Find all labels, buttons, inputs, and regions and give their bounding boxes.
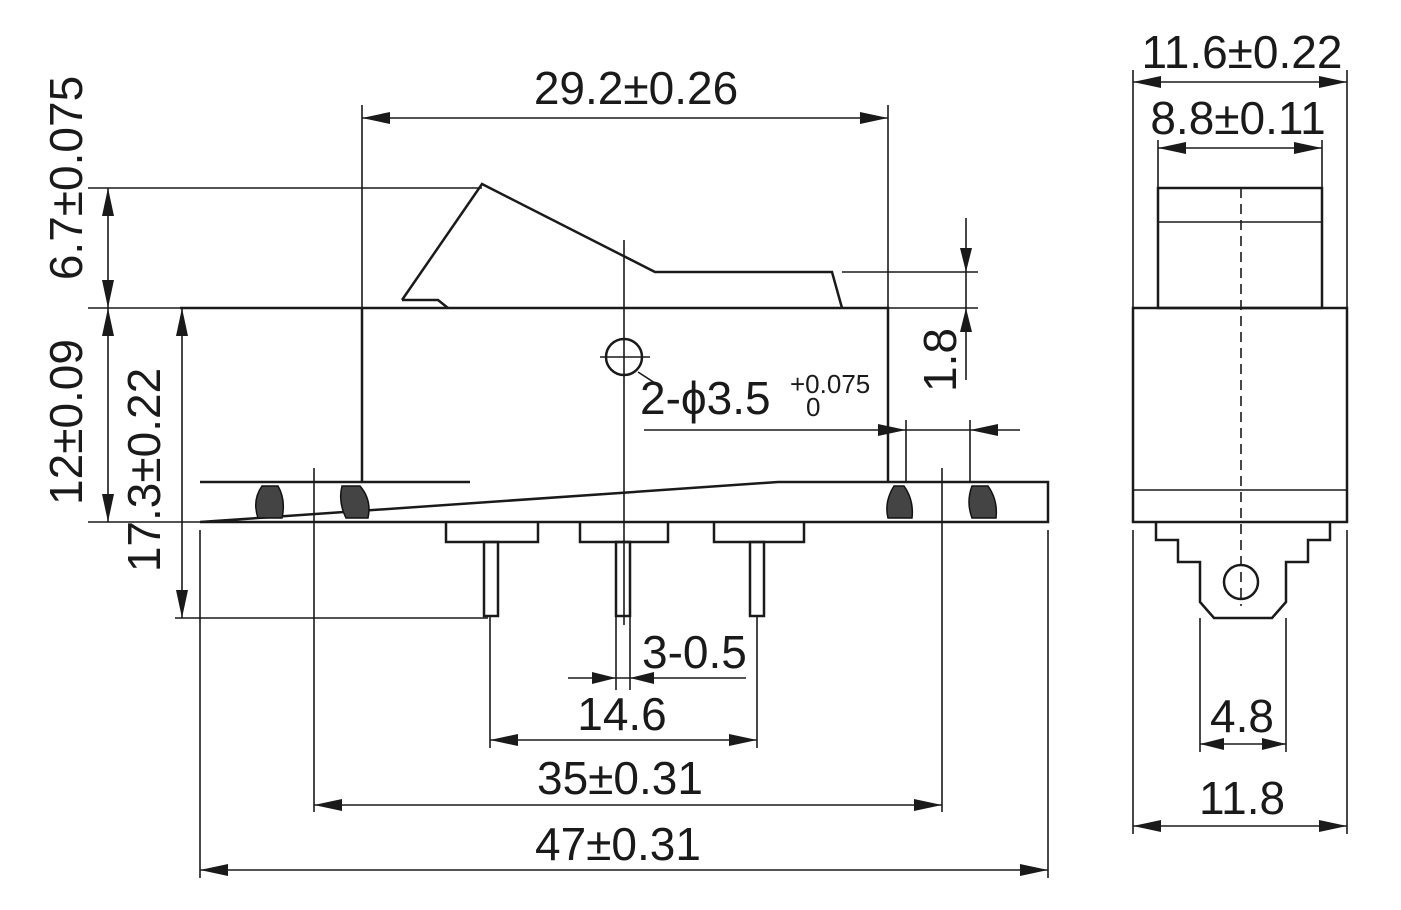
hole-callout: 2-ϕ3.5 xyxy=(640,372,771,424)
mounting-clip xyxy=(255,485,285,519)
dimension-arrows xyxy=(960,248,972,332)
hole-tolerance-upper: +0.075 xyxy=(790,369,870,399)
dim-step: 1.8 xyxy=(914,328,966,392)
leader-line xyxy=(637,371,659,386)
terminal-base xyxy=(444,522,540,544)
terminal-pin xyxy=(748,540,766,618)
side-body xyxy=(1131,306,1349,524)
terminal-base xyxy=(712,522,806,544)
dim-side-inner: 8.8±0.11 xyxy=(1150,92,1325,144)
switch-body xyxy=(180,306,890,482)
terminal-pin xyxy=(482,540,500,618)
dim-hole-spacing: 35±0.31 xyxy=(537,752,703,804)
dimension-arrows xyxy=(878,424,998,436)
dim-side-base: 11.8 xyxy=(1199,772,1285,824)
dim-side-outer: 11.6±0.22 xyxy=(1142,26,1343,78)
dimension-arrows xyxy=(592,672,654,684)
hole-tolerance-lower: 0 xyxy=(806,392,820,422)
dim-total-height: 17.3±0.22 xyxy=(118,368,170,572)
dimension-arrows xyxy=(1200,738,1286,750)
front-dimensions: 29.2±0.26 6.7±0.075 12±0.09 17.3±0.22 1.… xyxy=(40,62,1049,878)
terminal-pin xyxy=(614,540,632,618)
front-view xyxy=(180,182,1050,625)
mounting-clip xyxy=(968,485,998,519)
side-dimensions: 11.6±0.22 8.8±0.11 4.8 11.8 xyxy=(1132,26,1348,834)
rocker-actuator xyxy=(400,182,844,309)
dim-pin-pitch: 14.6 xyxy=(577,688,667,740)
dimension-arrows xyxy=(490,734,757,746)
side-rocker xyxy=(1156,186,1324,310)
dim-flange-width: 47±0.31 xyxy=(535,818,701,870)
dim-side-terminal: 4.8 xyxy=(1210,690,1274,742)
side-view xyxy=(1131,186,1349,620)
dim-pin-width: 3-0.5 xyxy=(642,626,747,678)
dim-rocker-height: 6.7±0.075 xyxy=(40,76,92,280)
mounting-clip xyxy=(886,485,914,519)
side-terminal xyxy=(1154,522,1332,620)
dimension-arrows xyxy=(102,188,114,308)
dim-width-top: 29.2±0.26 xyxy=(534,62,738,114)
dim-body-height: 12±0.09 xyxy=(40,339,92,505)
mounting-clip xyxy=(339,485,370,519)
mounting-flange xyxy=(199,480,1050,524)
